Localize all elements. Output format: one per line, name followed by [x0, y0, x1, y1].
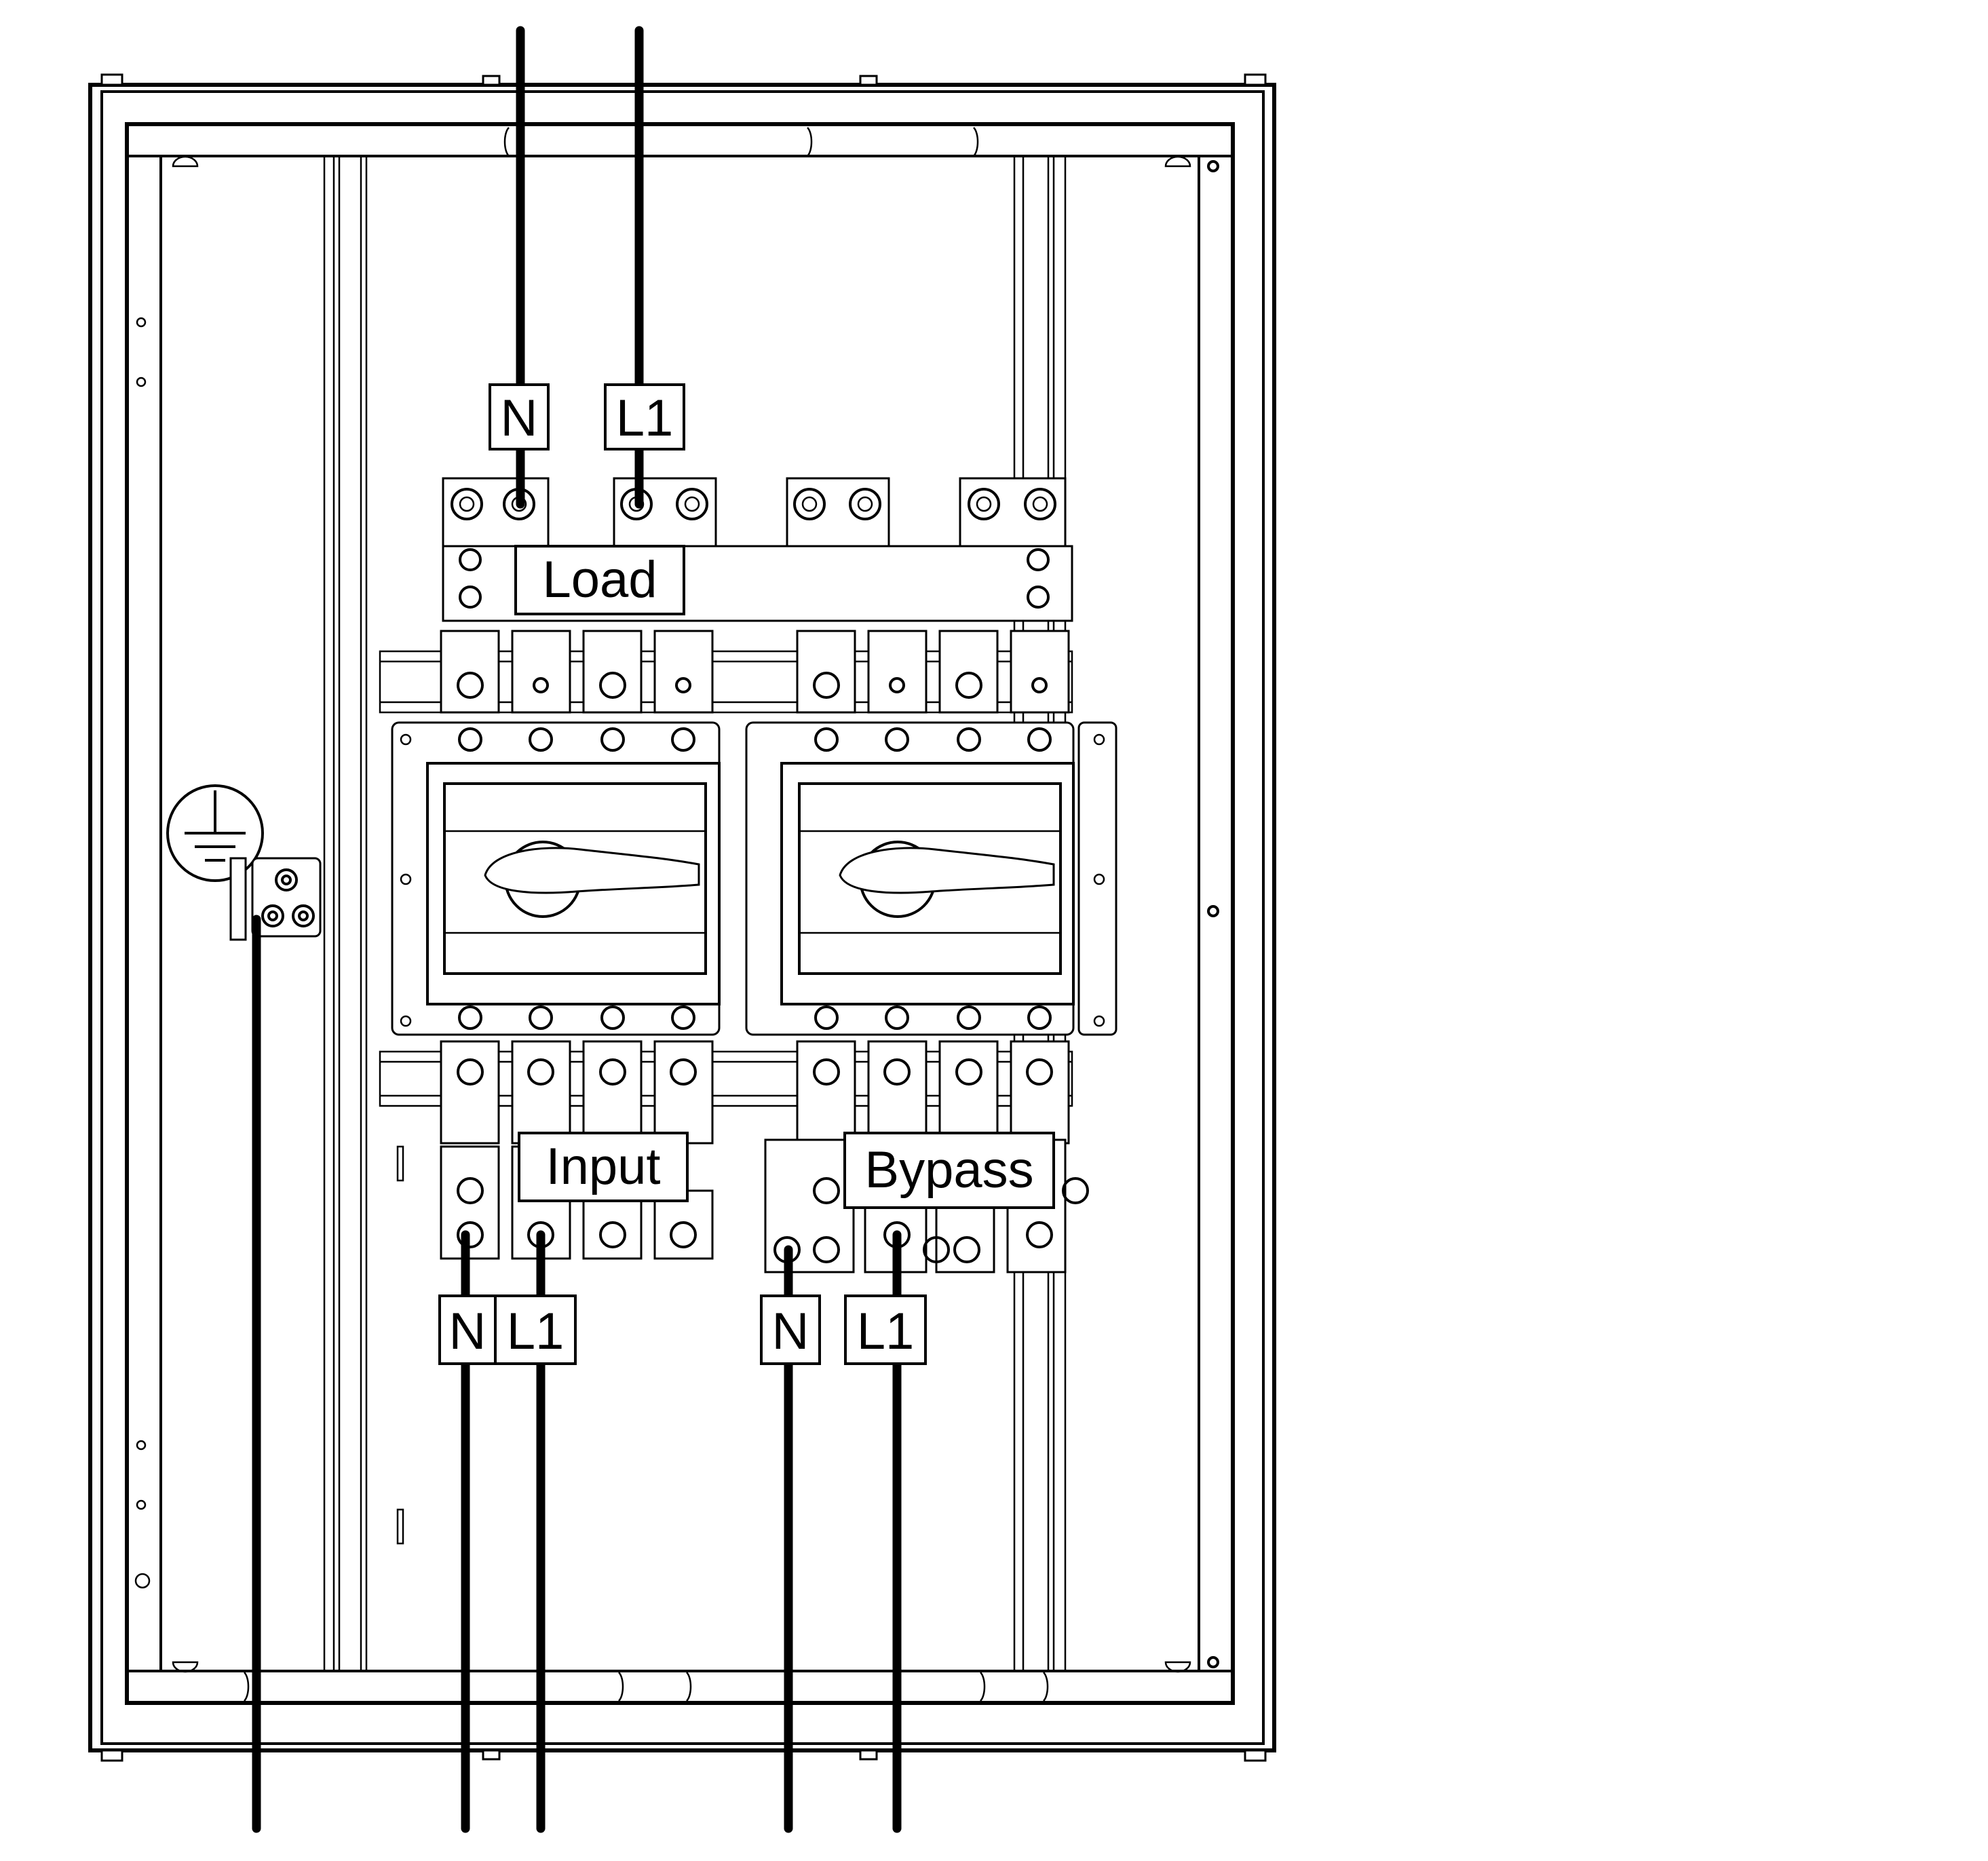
svg-text:Load: Load: [542, 551, 657, 609]
label-bypass-l1: L1: [844, 1294, 927, 1365]
cabinet-frame: [88, 73, 1276, 1762]
label-input-n: N: [438, 1294, 497, 1365]
svg-text:Bypass: Bypass: [864, 1141, 1033, 1199]
svg-text:L1: L1: [857, 1303, 915, 1360]
frame-holes: [134, 155, 1219, 1673]
svg-text:N: N: [772, 1303, 809, 1360]
ground-terminal: [229, 857, 322, 941]
svg-text:L1: L1: [507, 1303, 565, 1360]
input-switch: [391, 721, 721, 1036]
svg-text:N: N: [501, 389, 538, 447]
cable-clamps: [243, 127, 1049, 1702]
label-load: Load: [514, 545, 685, 615]
svg-text:N: N: [449, 1303, 486, 1360]
label-bypass-n: N: [760, 1294, 821, 1365]
svg-text:Input: Input: [546, 1138, 660, 1195]
cables: [252, 26, 902, 1833]
label-input: Input: [518, 1132, 689, 1202]
label-input-l1: L1: [494, 1294, 577, 1365]
svg-text:L1: L1: [616, 389, 674, 447]
switch-top-lugs: [440, 630, 1070, 752]
label-load-n: N: [489, 383, 550, 450]
label-bypass: Bypass: [843, 1132, 1055, 1209]
bypass-switch: [745, 721, 1117, 1036]
protective-earth-icon: [166, 784, 264, 882]
label-load-l1: L1: [604, 383, 685, 450]
